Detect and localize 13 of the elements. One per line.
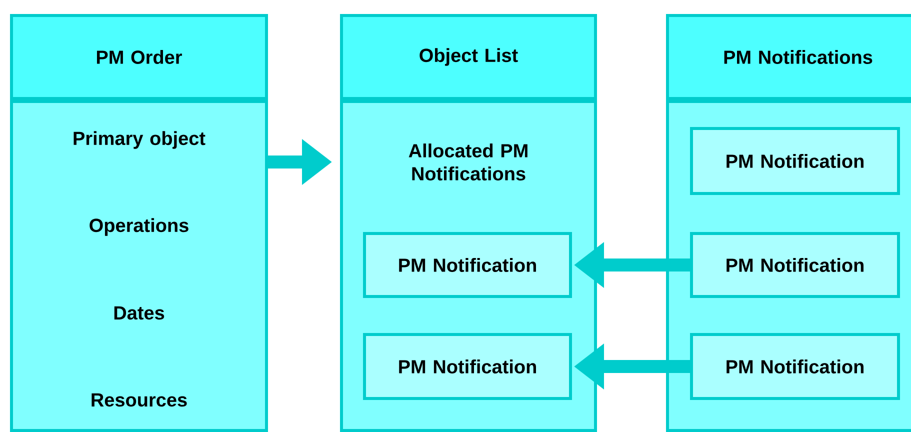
header-box: Object List bbox=[340, 14, 597, 100]
notification-box: PM Notification bbox=[690, 232, 900, 298]
panel-text: Dates bbox=[114, 306, 164, 320]
notification-box: PM Notification bbox=[690, 127, 900, 195]
panel-text: Allocated PM Notifications bbox=[408, 144, 528, 180]
notification-box: PM Notification bbox=[363, 232, 572, 298]
notification-box: PM Notification bbox=[363, 333, 572, 400]
panel-text: Operations bbox=[90, 218, 188, 236]
notification-box: PM Notification bbox=[690, 333, 900, 400]
header-box: PM Order bbox=[10, 14, 268, 100]
panel-text: Resources bbox=[92, 393, 187, 407]
header-box: PM Notifications bbox=[666, 14, 911, 100]
panel-text: Primary object bbox=[74, 131, 206, 149]
